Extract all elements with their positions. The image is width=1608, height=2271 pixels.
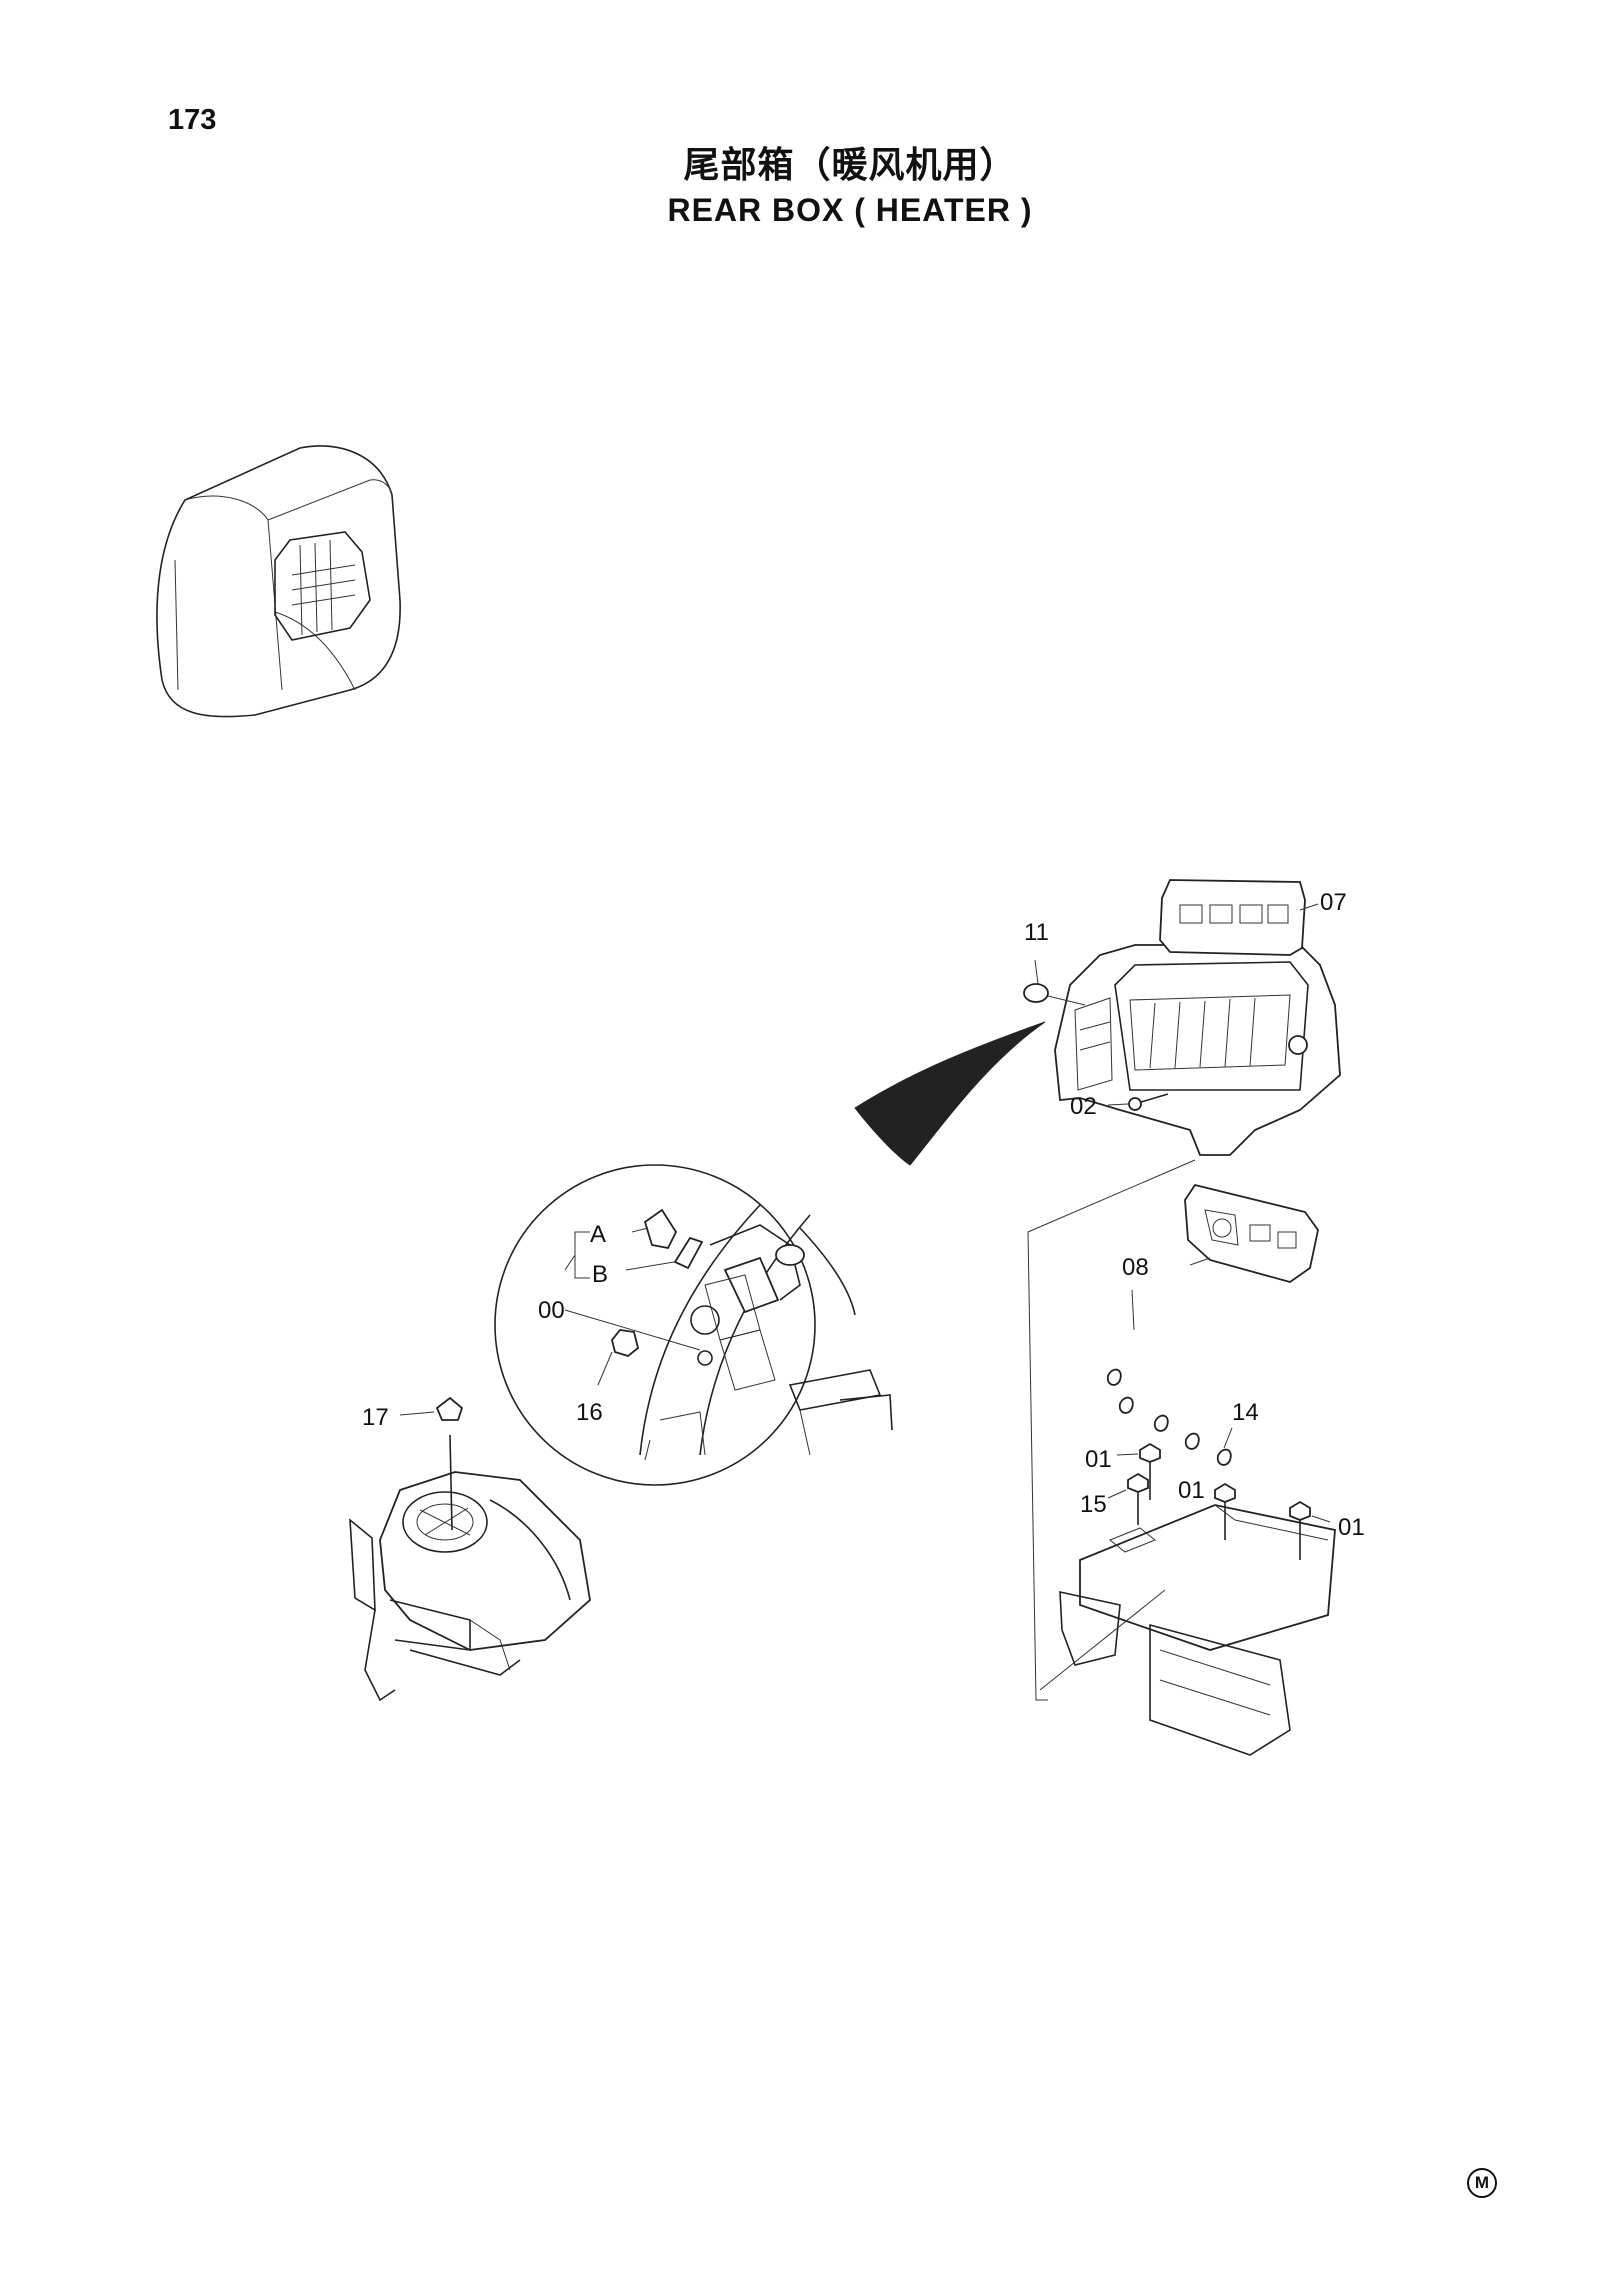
assembly-guide-line [1027,1159,1196,1701]
part-b-insert [625,1236,704,1271]
part-14-washers [1106,1368,1233,1466]
part-01-bolt-b [1214,1482,1236,1540]
callout-11: 11 [1024,919,1049,946]
page-number: 173 [168,104,217,136]
part-02-screw [1107,1093,1169,1111]
detail-magnifier-circle [494,1164,893,1486]
manufacturer-mark: M [1467,2168,1497,2198]
page-title-english: REAR BOX ( HEATER ) [667,192,1033,228]
a-b-group-bracket [574,1231,590,1279]
magnifier-leader-wedge [854,1021,1046,1166]
part-08-bracket [1184,1183,1319,1283]
part-16-cap [597,1329,640,1386]
part-01-bolt-c [1289,1500,1331,1560]
rear-box-assembly [1054,944,1341,1156]
callout-15: 15 [1080,1491,1107,1518]
callout-01-right: 01 [1338,1514,1365,1541]
callout-16: 16 [576,1399,603,1426]
part-07-lid [1159,879,1319,956]
callout-17: 17 [362,1404,389,1431]
page-title-chinese: 尾部箱（暖风机用） [683,145,1017,186]
part-11-plug [1023,959,1086,1006]
callout-01-upper: 01 [1085,1446,1112,1473]
part-a-clip [631,1208,678,1250]
callout-07: 07 [1320,889,1347,916]
part-01-bolt-a [1116,1442,1161,1500]
callout-b: B [592,1261,608,1288]
callout-00: 00 [538,1297,565,1324]
callout-08: 08 [1122,1254,1149,1281]
bottom-cover-plate [1039,1504,1336,1756]
cab-location-thumbnail [156,445,401,718]
callout-01-middle: 01 [1178,1477,1205,1504]
callout-a: A [590,1221,606,1248]
part-15-bolt [1107,1472,1149,1525]
callout-02: 02 [1070,1093,1097,1120]
heater-unit [349,1396,591,1702]
callout-14: 14 [1232,1399,1259,1426]
